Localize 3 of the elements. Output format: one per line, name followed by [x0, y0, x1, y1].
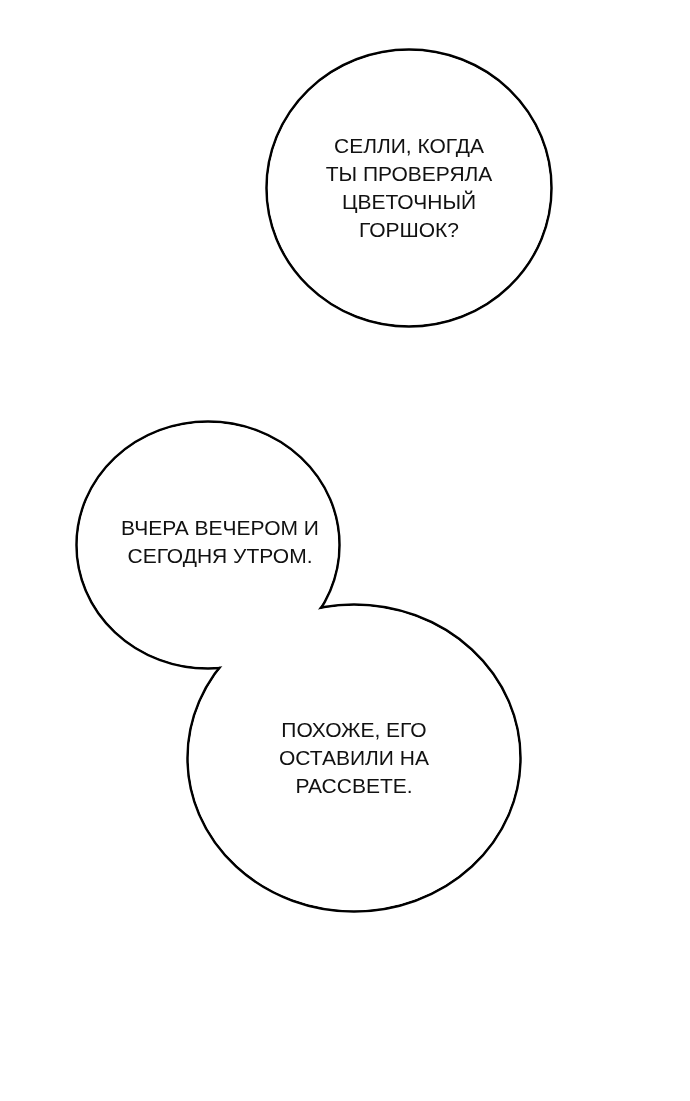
speech-text: ПОХОЖЕ, ЕГО ОСТАВИЛИ НА РАССВЕТЕ. [278, 717, 430, 799]
speech-text: ВЧЕРА ВЕЧЕРОМ И СЕГОДНЯ УТРОМ. [120, 515, 320, 569]
speech-text: СЕЛЛИ, КОГДА ТЫ ПРОВЕРЯЛА ЦВЕТОЧНЫЙ ГОРШОК? [324, 133, 494, 243]
